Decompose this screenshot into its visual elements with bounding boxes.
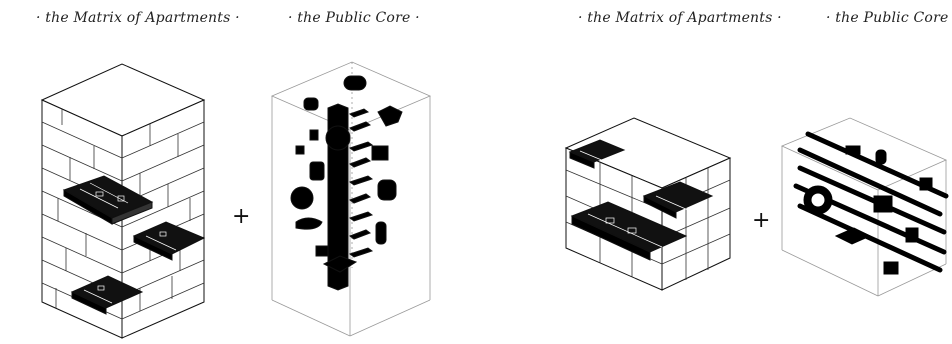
- core-elements-wide: [796, 134, 946, 274]
- core-elements-tall: [291, 76, 402, 290]
